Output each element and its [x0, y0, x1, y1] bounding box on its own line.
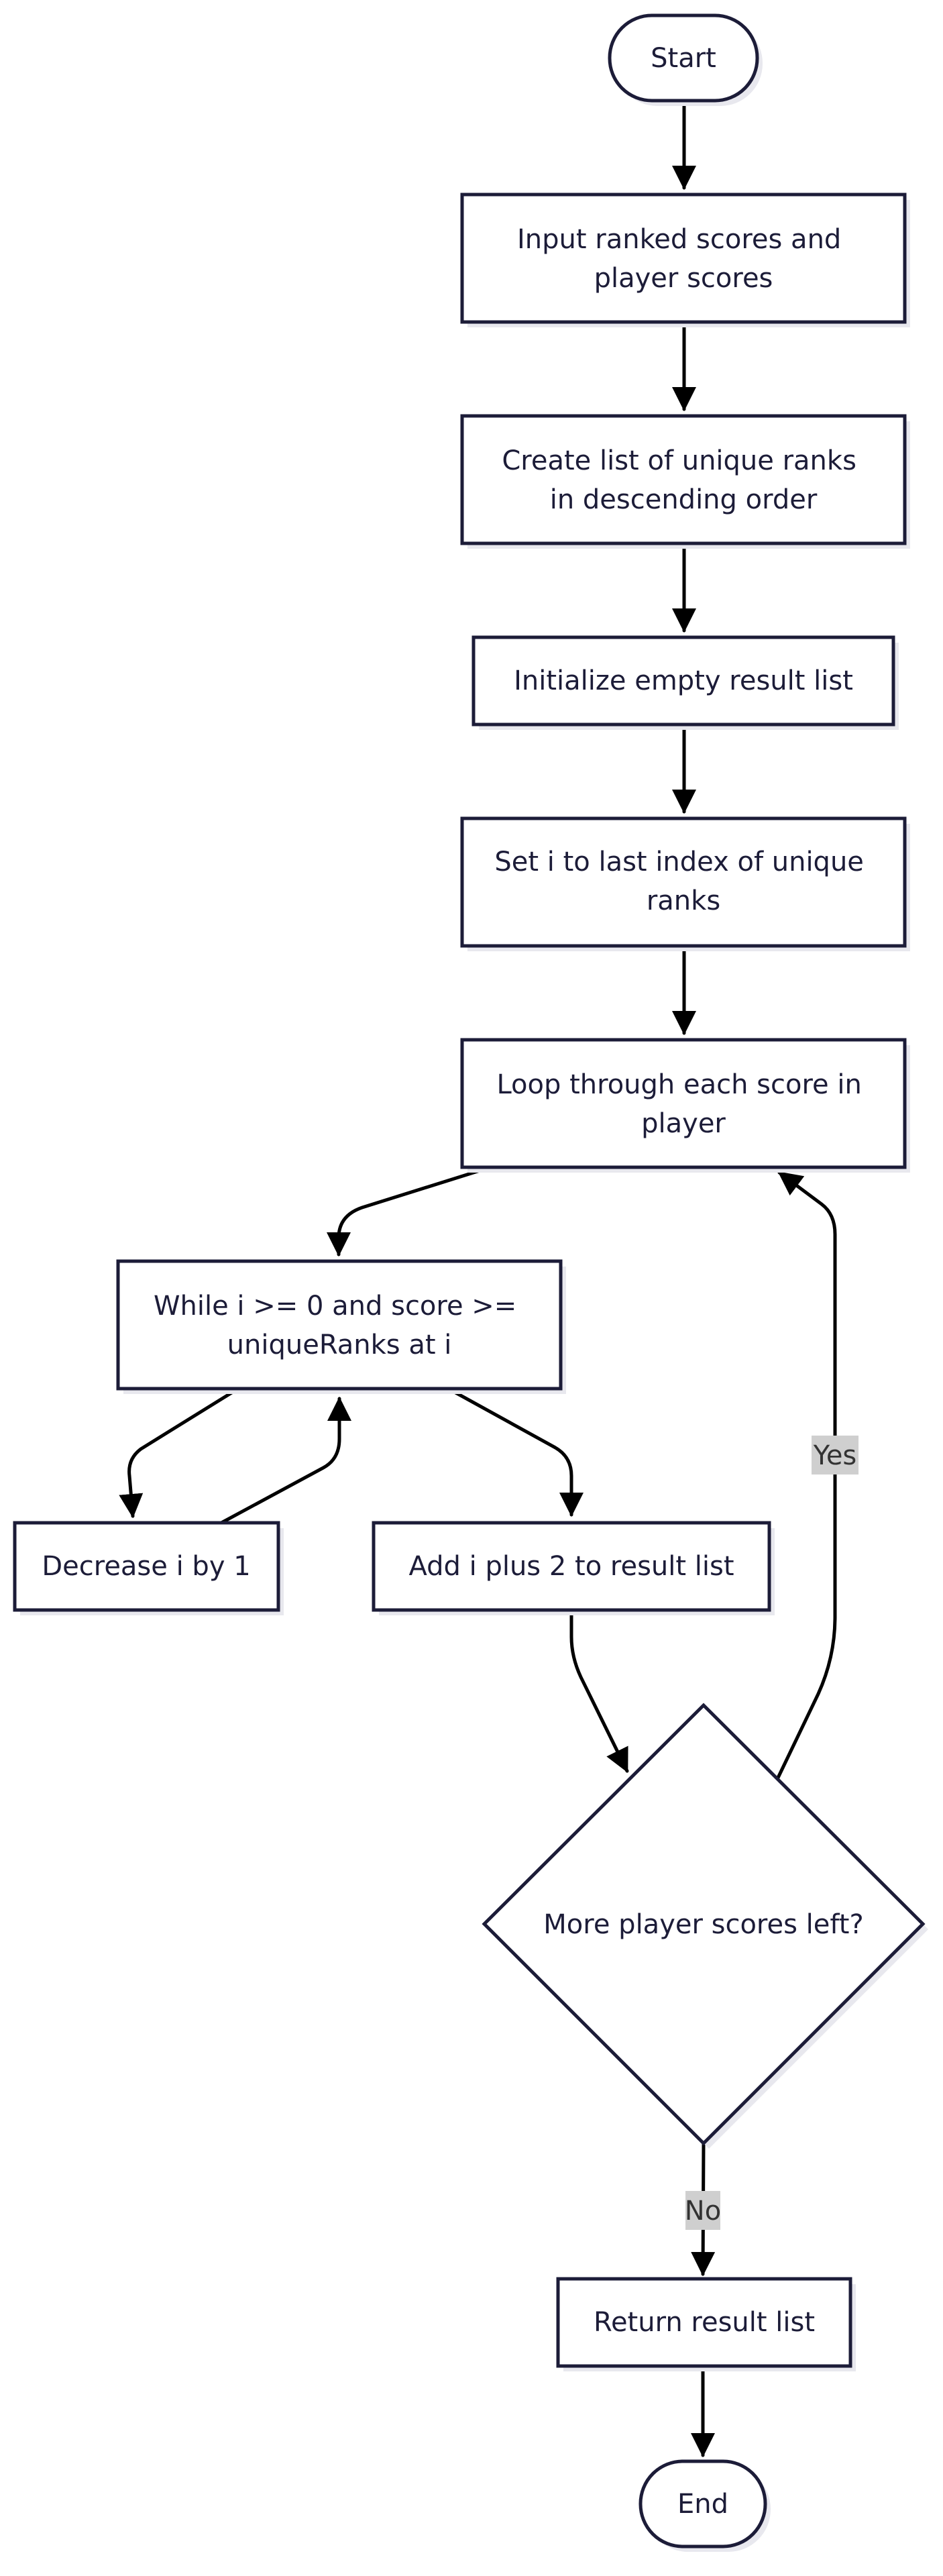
svg-text:Input ranked scores and: Input ranked scores and player scores: [517, 224, 850, 294]
edge-label-no-text: No: [685, 2196, 721, 2226]
node-create-unique-ranks[interactable]: Create list of unique ranks in descendin…: [460, 414, 910, 549]
edge-label-yes: Yes: [812, 1436, 858, 1474]
edge-decrease-to-while: [219, 1397, 351, 1525]
svg-text:While i >= 0 and score >=: While i >= 0 and score >= uniqueRanks at…: [154, 1291, 525, 1360]
node-set-i[interactable]: Set i to last index of unique ranks: [460, 816, 910, 951]
node-while-condition[interactable]: While i >= 0 and score >= uniqueRanks at…: [116, 1259, 566, 1394]
node-loop-line2: player: [641, 1108, 726, 1139]
svg-text:Loop through each score in: Loop through each score in player: [496, 1069, 870, 1139]
node-input[interactable]: Input ranked scores and player scores: [460, 193, 910, 327]
node-return-text: Return result list: [594, 2307, 815, 2338]
edge-label-no: No: [685, 2191, 721, 2230]
node-return-result[interactable]: Return result list: [556, 2277, 856, 2371]
edge-while-to-decrease: [119, 1388, 238, 1518]
edge-add-to-decision: [569, 1611, 629, 1773]
svg-text:Set i to last index of unique: Set i to last index of unique ranks: [494, 847, 872, 916]
node-add-text: Add i plus 2 to result list: [408, 1551, 734, 1582]
node-create-line2: in descending order: [550, 484, 818, 515]
node-init-result[interactable]: Initialize empty result list: [472, 635, 899, 730]
edges: [119, 99, 837, 2457]
node-end-text: End: [677, 2489, 728, 2520]
svg-text:Create list of unique ranks: Create list of unique ranks in descendin…: [502, 445, 865, 515]
node-start[interactable]: Start: [608, 13, 763, 106]
node-while-line2: uniqueRanks at i: [227, 1330, 452, 1360]
node-input-line2: player scores: [594, 263, 773, 294]
node-while-line1: While i >= 0 and score >=: [154, 1291, 516, 1322]
edge-while-to-add: [449, 1388, 584, 1517]
node-add-rank[interactable]: Add i plus 2 to result list: [372, 1521, 775, 1615]
node-decrease-text: Decrease i by 1: [42, 1551, 250, 1582]
node-set-i-line2: ranks: [647, 885, 720, 916]
node-decision-more-scores[interactable]: More player scores left?: [482, 1703, 928, 2149]
node-set-i-line1: Set i to last index of unique: [494, 847, 864, 877]
node-input-line1: Input ranked scores and: [517, 224, 841, 255]
node-decrease-i[interactable]: Decrease i by 1: [13, 1521, 284, 1615]
node-start-text: Start: [651, 43, 716, 74]
edge-label-yes-text: Yes: [813, 1440, 857, 1471]
node-loop-line1: Loop through each score in: [496, 1069, 861, 1100]
edge-loop-to-while: [327, 1167, 488, 1256]
node-create-line1: Create list of unique ranks: [502, 445, 856, 476]
node-decision-text: More player scores left?: [543, 1909, 863, 1940]
node-loop-scores[interactable]: Loop through each score in player: [460, 1038, 910, 1173]
edge-decision-to-loop-yes: [776, 1171, 837, 1780]
node-init-text: Initialize empty result list: [514, 665, 853, 696]
node-end[interactable]: End: [639, 2459, 771, 2552]
